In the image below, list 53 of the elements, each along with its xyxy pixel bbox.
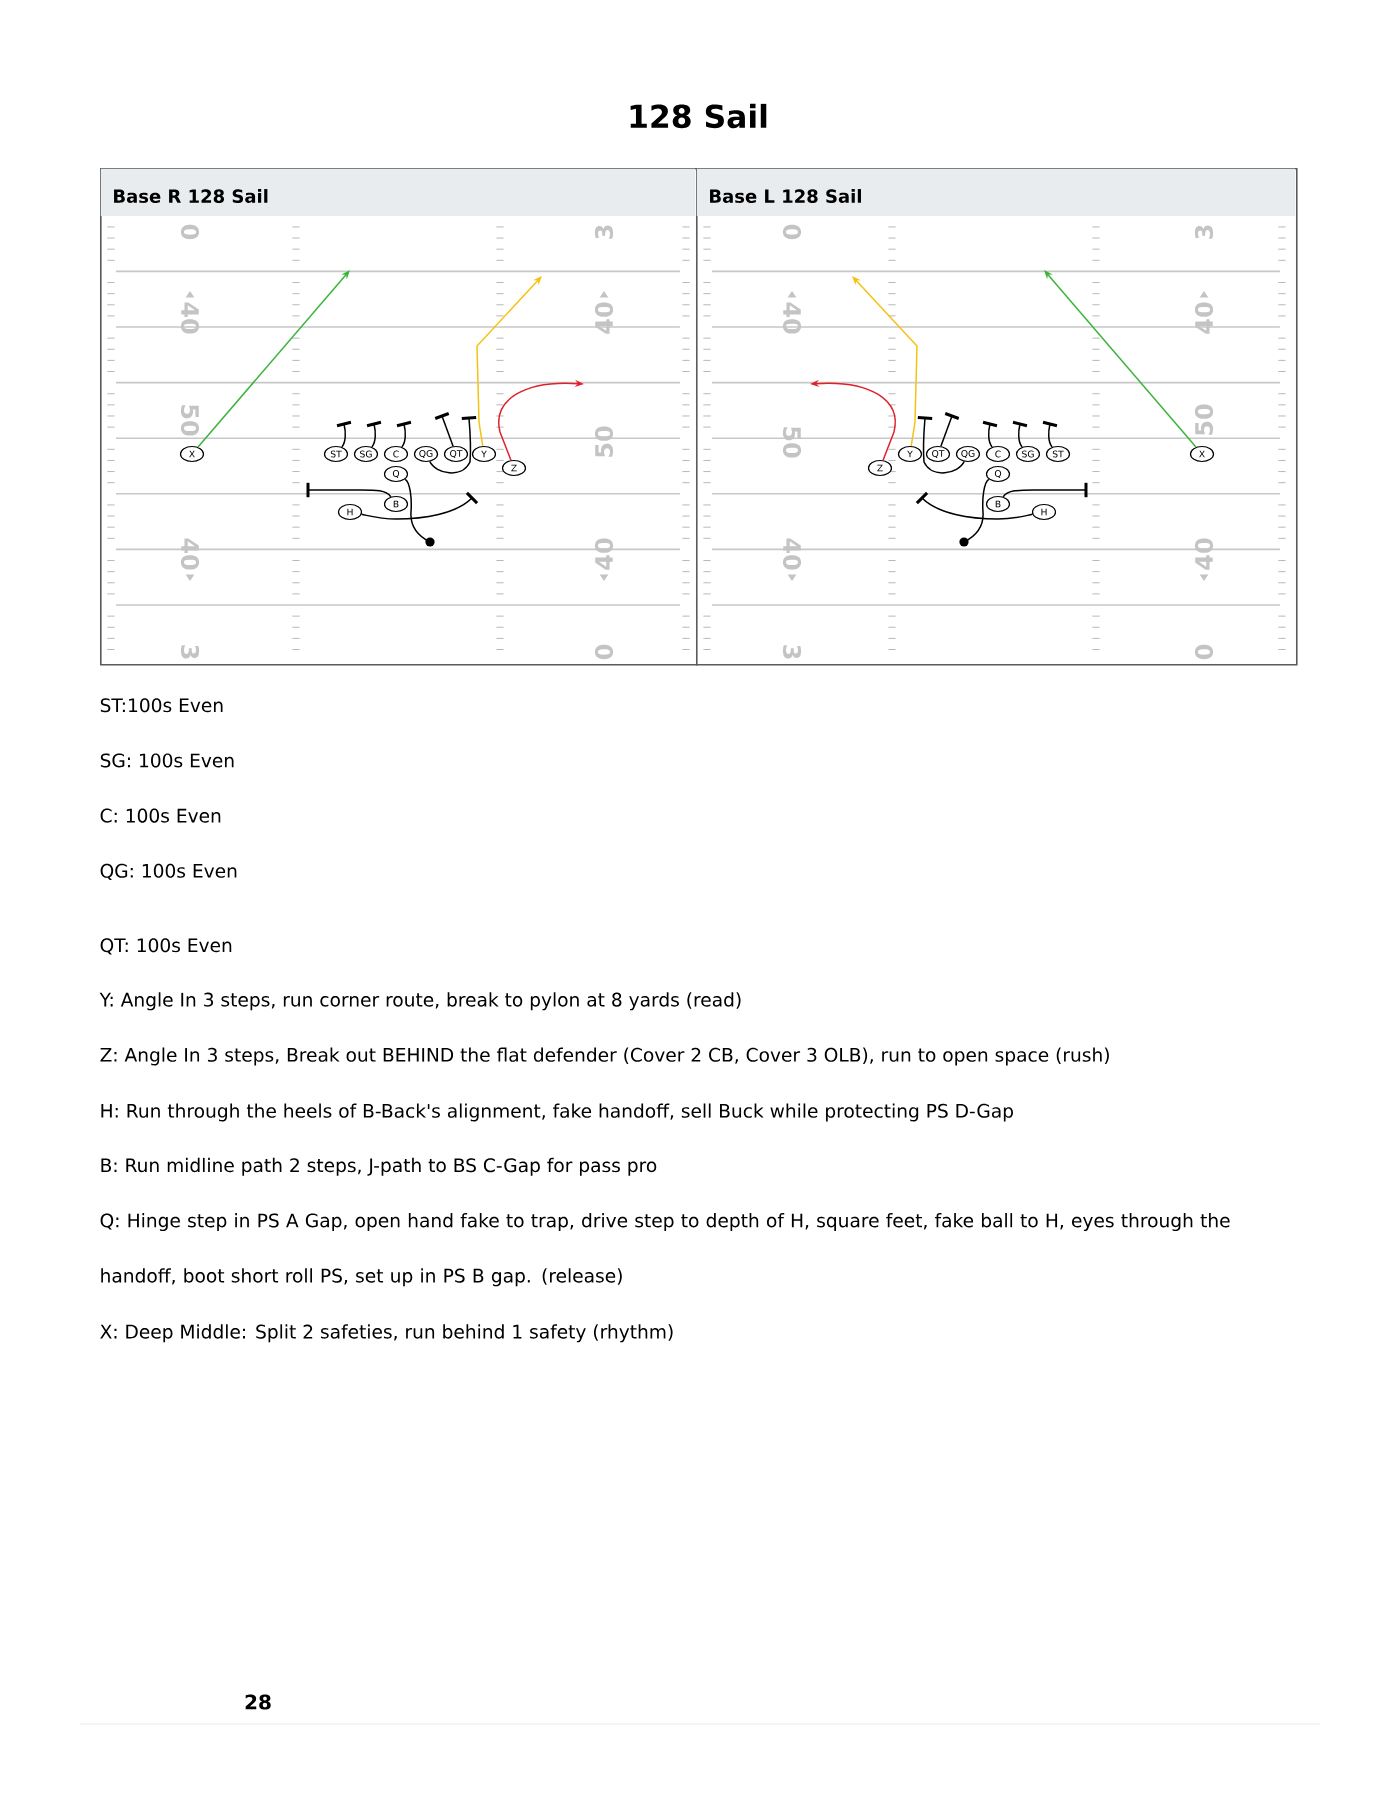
play-note: Z: Angle In 3 steps, Break out BEHIND the flat defender (Cover 2 CB, Cover 3 OLB), run to open space (rush) bbox=[100, 1047, 1109, 1066]
block-line bbox=[429, 415, 477, 474]
yard-number: 40 bbox=[782, 302, 802, 334]
yard-number: 50 bbox=[1194, 404, 1214, 435]
play-note: ST:100s Even bbox=[100, 698, 223, 713]
block-line bbox=[366, 420, 382, 448]
yard-number: 0 bbox=[1194, 644, 1214, 660]
yard-number: 40 bbox=[1194, 302, 1214, 334]
block-line bbox=[336, 420, 352, 448]
play-note: Y: Angle In 3 steps, run corner route, break to pylon at 8 yards (read) bbox=[99, 992, 741, 1011]
yard-number: 40 bbox=[180, 302, 200, 334]
play-note: H: Run through the heels of B-Back's alignment, fake handoff, sell Buck while protecting PS D-Gap bbox=[101, 1103, 1013, 1122]
path-line bbox=[959, 478, 990, 547]
play-note: B: Run midline path 2 steps, J-path to BS C-Gap for pass pro bbox=[101, 1157, 657, 1176]
yard-number: 50 bbox=[782, 427, 802, 458]
path-line bbox=[404, 478, 435, 547]
block-line bbox=[915, 491, 1034, 520]
block-line bbox=[360, 491, 479, 520]
play-note: QG: 100s Even bbox=[100, 863, 237, 880]
panel-heading: Base L 128 Sail bbox=[696, 168, 1296, 216]
yard-number: 0 bbox=[782, 224, 802, 240]
block-line bbox=[434, 412, 454, 447]
yard-number: 0 bbox=[180, 224, 200, 240]
block-line bbox=[982, 420, 998, 448]
yard-number: 40 bbox=[1194, 538, 1214, 570]
block-line bbox=[396, 420, 412, 448]
play-note: X: Deep Middle: Split 2 safeties, run behind 1 safety (rhythm) bbox=[100, 1324, 673, 1343]
block-line bbox=[917, 415, 965, 474]
play-note: QT: 100s Even bbox=[100, 938, 232, 955]
block-line bbox=[1002, 482, 1088, 498]
yard-number: 50 bbox=[594, 426, 614, 457]
yard-number: 40 bbox=[594, 538, 614, 570]
route-arrow bbox=[476, 276, 542, 447]
page-number: 28 bbox=[245, 1694, 271, 1710]
yard-number: 3 bbox=[782, 645, 802, 659]
play-note: SG: 100s Even bbox=[100, 753, 234, 768]
route-arrow bbox=[197, 270, 350, 448]
block-line bbox=[306, 482, 392, 498]
yard-number: 40 bbox=[594, 302, 614, 334]
play-note: Q: Hinge step in PS A Gap, open hand fake to trap, drive step to depth of H, square feet, fake ball to H, eyes through the handoff, boot short roll PS, set up in PS B gap. (release) bbox=[100, 1213, 1230, 1287]
panel-heading: Base R 128 Sail bbox=[100, 168, 696, 216]
play-note: C: 100s Even bbox=[100, 808, 221, 823]
yard-number: 3 bbox=[594, 225, 614, 239]
block-line bbox=[1012, 420, 1028, 448]
yard-number: 50 bbox=[180, 405, 200, 436]
route-arrow bbox=[852, 276, 918, 447]
yard-number: 0 bbox=[594, 644, 614, 660]
yard-number: 3 bbox=[180, 645, 200, 659]
block-line bbox=[940, 412, 960, 447]
route-arrow bbox=[1044, 270, 1197, 448]
title: 128 Sail bbox=[630, 103, 767, 129]
block-line bbox=[1042, 420, 1058, 448]
yard-number: 3 bbox=[1194, 225, 1214, 239]
